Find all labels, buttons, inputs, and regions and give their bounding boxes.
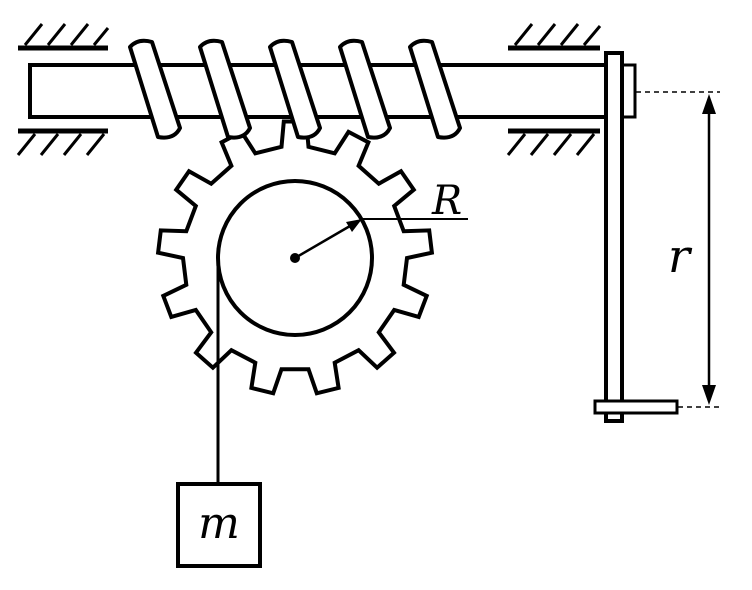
bearing-bottom-right: [506, 128, 600, 156]
crank-radius-label: r: [668, 229, 693, 283]
radius-indicator: [294, 218, 468, 260]
crank-handle[interactable]: [593, 399, 679, 415]
bearing-top-left: [18, 23, 110, 51]
crank-arm: [604, 51, 624, 423]
worm-thread: [268, 38, 322, 140]
mass-block: [176, 482, 262, 568]
bearing-top-right: [508, 23, 602, 51]
mass-label: m: [198, 498, 240, 549]
crank-dimension: [636, 91, 720, 408]
worm-thread: [128, 38, 182, 140]
worm-thread: [338, 38, 392, 140]
worm-thread: [198, 38, 252, 140]
bearing-bottom-left: [16, 128, 108, 156]
worm-shaft: [28, 63, 610, 119]
worm-thread: [408, 38, 462, 140]
radius-label: R: [431, 178, 462, 224]
worm-threads: [128, 38, 462, 140]
